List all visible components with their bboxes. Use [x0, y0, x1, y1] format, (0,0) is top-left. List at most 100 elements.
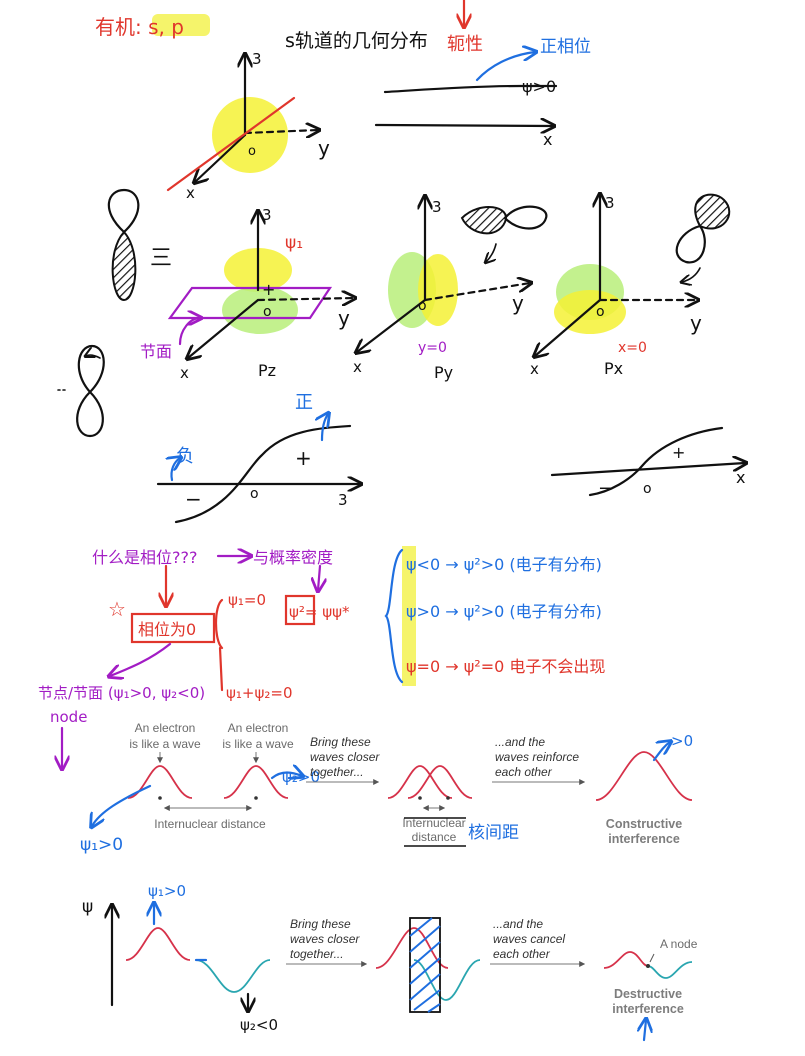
pz-origin: o: [263, 304, 272, 320]
py-y0: y=0: [418, 340, 447, 356]
psi2-note: ψ²= ψψ*: [289, 603, 350, 621]
s-orbital-sphere: [212, 97, 288, 173]
phase-zero-box: [130, 612, 216, 644]
py-z-label: 3: [432, 198, 442, 216]
pz-plus: +: [262, 280, 275, 299]
sigmoid2-x-label: x: [736, 468, 745, 487]
s-orbital-title: s轨道的几何分布: [285, 30, 428, 52]
px-dumbbell-arrow: [682, 267, 701, 282]
closer-internuclear-1: Internuclear: [402, 816, 465, 830]
px-x0: x=0: [618, 340, 647, 356]
reinforce-caption-2: waves reinforce: [495, 750, 579, 764]
phase-zero-text: 相位为0: [138, 620, 196, 639]
sigmoid-curve: [174, 424, 352, 524]
prob-density-note: 与概率密度: [253, 548, 333, 567]
s-origin: o: [248, 144, 256, 159]
wave-x-label: x: [543, 130, 552, 149]
reinforce-caption-1: ...and the: [495, 735, 545, 749]
sigmoid2-origin: o: [643, 481, 652, 497]
closer-wave-1: [387, 765, 453, 799]
sigmoid2-curve: [588, 426, 724, 497]
fu-note: 负: [176, 446, 194, 467]
sigmoid-origin: o: [250, 486, 259, 502]
bring-caption-1: Bring these: [310, 735, 371, 749]
py-x-label: x: [353, 358, 362, 376]
highlight-sp: [152, 14, 210, 36]
s-red-line: [166, 96, 296, 192]
pz-label: Pz: [258, 361, 276, 380]
destructive-result-neg: [647, 961, 693, 979]
closer-nucleus-2: [446, 796, 450, 800]
constructive-wave: [595, 751, 693, 801]
psi-axis-label: ψ: [82, 897, 93, 917]
px-y-label: y: [690, 311, 702, 335]
cancel-caption-2: waves cancel: [493, 932, 565, 946]
phase-question: 什么是相位???: [92, 548, 197, 567]
wave-axis-x: [374, 125, 553, 126]
destructive-wave-neg: [195, 959, 271, 993]
overlap-box: [409, 917, 441, 1013]
px-x-label: x: [530, 360, 539, 378]
star-mark: ☆: [108, 599, 126, 621]
phase-arrow: [475, 52, 535, 82]
sigmoid2-plus: +: [672, 443, 685, 462]
node-pointer: [649, 953, 655, 963]
node-point: [646, 964, 650, 968]
psi1-arrow: [92, 784, 152, 826]
psi2-lt0-note: ψ₂<0: [240, 1016, 278, 1034]
psi-gt0-label: ψ>0: [522, 77, 556, 96]
px-dumbbell-open: [675, 224, 706, 264]
wave-line-upper: [383, 84, 558, 94]
wave1-caption-2: is like a wave: [129, 737, 201, 751]
internuclear-underline: [404, 817, 466, 847]
py-label: Py: [434, 363, 453, 382]
destructive-result-pos: [603, 951, 649, 969]
cancel-caption-3: each other: [493, 947, 551, 961]
psi2-box: [284, 594, 316, 626]
closer-nucleus-1: [418, 796, 422, 800]
gt0-arrow: [652, 742, 670, 762]
psi2-arrow: [270, 773, 302, 779]
pz-lobe-bottom: [222, 286, 298, 334]
constructive-label-1: Constructive: [606, 817, 682, 831]
density-down-arrow: [318, 564, 320, 590]
node-en-note: node: [50, 708, 87, 726]
fu-arrow: [171, 458, 180, 482]
note-conj: 轭性: [447, 34, 483, 55]
bring2-caption-1: Bring these: [290, 917, 351, 931]
rule-psi-neg: ψ<0 → ψ²>0 (电子有分布): [406, 555, 602, 574]
destructive-label-2: interference: [612, 1002, 684, 1016]
s-z-label: 3: [252, 50, 262, 68]
node-caption: A node: [660, 937, 698, 951]
zheng-note: 正: [295, 392, 313, 413]
destructive-arrow: [644, 1020, 646, 1042]
psi1-zero-note: ψ₁=0: [228, 591, 266, 609]
cancel-caption-1: ...and the: [493, 917, 543, 931]
destructive-wave-pos: [125, 927, 191, 961]
bring-caption-3: together...: [310, 765, 364, 779]
zheng-arrow: [322, 414, 328, 442]
py-y-label: y: [512, 291, 524, 315]
highlight-psi-column: [402, 546, 416, 686]
nodal-plane-arrow: [178, 318, 200, 346]
nucleus-2: [254, 796, 258, 800]
px-lobe-bottom: [554, 290, 626, 334]
dumbbell-lobe-bottom: [111, 230, 137, 302]
closer-wave-2: [407, 765, 473, 799]
py-dumbbell-hatched: [460, 205, 507, 235]
small-dumbbell-arrow: [86, 355, 101, 359]
small-dumbbell-top: [77, 344, 105, 394]
sigmoid2-axis: [550, 463, 745, 477]
pz-psi1: ψ₁: [285, 233, 303, 253]
psi-sum-note: ψ₁+ψ₂=0: [226, 684, 293, 702]
wave1-caption-1: An electron: [135, 721, 196, 735]
psi1-gt0-note: ψ₁>0: [80, 835, 123, 855]
overlap-wave-neg: [413, 959, 481, 1001]
overlap-hatching: [409, 917, 441, 1013]
node-note: 节点/节面 (ψ₁>0, ψ₂<0): [38, 684, 205, 702]
internuclear-label: Internuclear distance: [154, 817, 266, 831]
py-dumbbell-open: [503, 205, 548, 230]
wave2-caption-1: An electron: [228, 721, 289, 735]
py-lobe-right: [418, 254, 458, 326]
phase-brace: [214, 598, 224, 650]
